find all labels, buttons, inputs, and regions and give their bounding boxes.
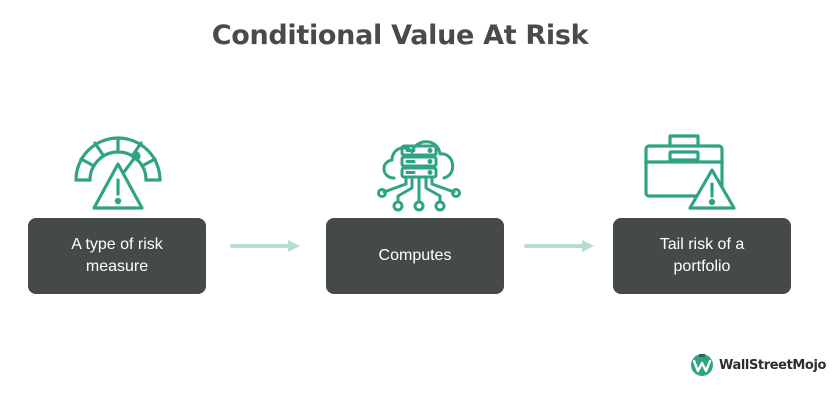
step-label: A type of risk measure	[71, 236, 163, 275]
step-label: Tail risk of a portfolio	[659, 236, 745, 275]
briefcase-warning-icon	[644, 134, 736, 210]
logo-text: WallStreetMojo	[719, 357, 827, 373]
step-box-computes: Computes	[326, 218, 504, 294]
gauge-warning-icon	[74, 136, 162, 210]
step-label: Computes	[378, 247, 452, 264]
arrow-right-icon	[524, 240, 594, 252]
diagram-title: Conditional Value At Risk	[211, 20, 589, 51]
step-box-tail-risk: Tail risk of a portfolio	[613, 218, 791, 294]
arrow-right-icon	[230, 240, 300, 252]
step-box-risk-measure: A type of risk measure	[28, 218, 206, 294]
wallstreetmojo-logo-icon	[691, 354, 713, 376]
cloud-server-icon	[377, 140, 461, 212]
wallstreetmojo-logo: WallStreetMojo	[689, 352, 826, 378]
